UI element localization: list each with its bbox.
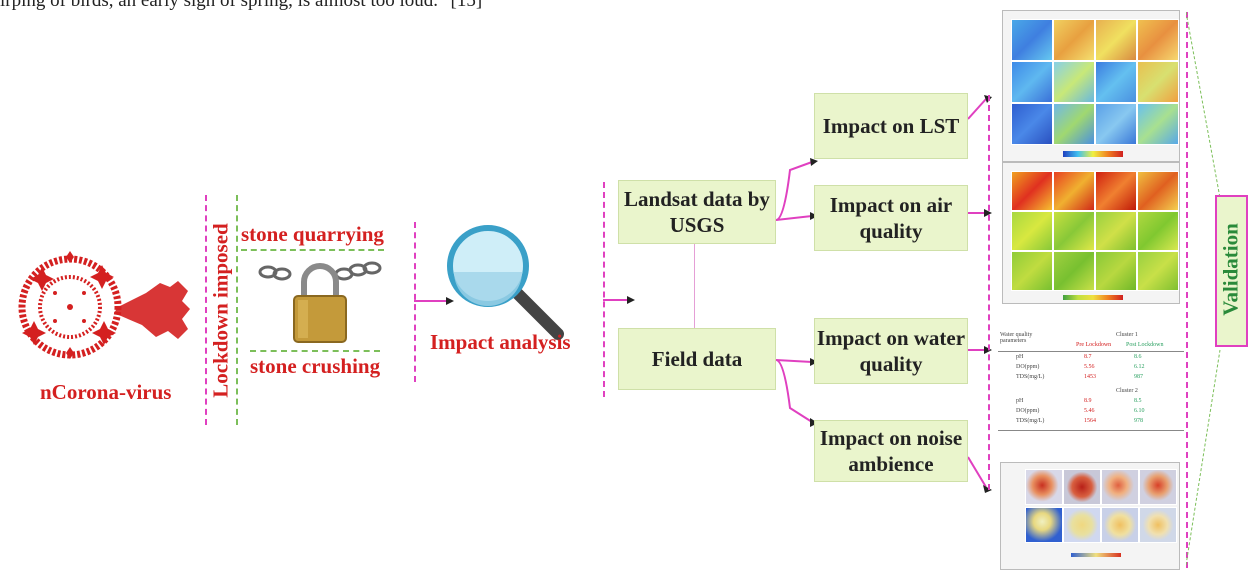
maps-bracket-right [1186,12,1188,568]
table-cluster2: Cluster 2 [1116,388,1138,394]
table-row: TDS(mg/L) 1453 987 [998,374,1184,384]
air-quality-map-thumbnail [1002,162,1180,304]
padlock-icon [258,258,383,348]
table-header-left: Water quality parameters [1000,332,1033,344]
field-box: Field data [618,328,776,390]
table-cell: pH [1016,398,1024,404]
lockdown-divider-green [236,195,238,425]
validation-label: Validation [1218,223,1243,316]
lst-map-thumbnail [1002,10,1180,162]
arrow-to-analysis [414,293,454,311]
virus-label: nCorona-virus [40,380,172,404]
table-post: Post Lockdown [1126,342,1164,348]
table-cell: DO(ppm) [1016,408,1040,414]
caption-text: irping of birds, an early sign of spring… [0,0,483,11]
validation-lines [1185,10,1226,575]
table-cell: 978 [1134,418,1143,424]
table-cell: 6.10 [1134,408,1145,414]
table-cell: 8.7 [1084,354,1092,360]
crush-label: stone crushing [250,350,381,379]
table-cell: 5.46 [1084,408,1095,414]
table-cell: 1453 [1084,374,1096,380]
table-cell: 8.6 [1134,354,1142,360]
table-row: pH 8.9 8.5 [998,398,1184,408]
impact-analysis-label: Impact analysis [430,330,571,354]
table-cell: DO(ppm) [1016,364,1040,370]
impact-water-box: Impact on water quality [814,318,968,384]
quarry-label: stone quarrying [241,222,384,251]
table-cell: 987 [1134,374,1143,380]
data-connector [694,244,695,328]
table-row: DO(ppm) 5.46 6.10 [998,408,1184,418]
validation-box: Validation [1215,195,1248,347]
table-cell: 5.56 [1084,364,1095,370]
analysis-bracket [603,182,605,397]
table-cell: 8.9 [1084,398,1092,404]
table-row: pH 8.7 8.6 [998,354,1184,364]
table-row: TDS(mg/L) 1564 978 [998,418,1184,428]
arrow-to-data [603,292,637,310]
landsat-box: Landsat data by USGS [618,180,776,244]
noise-map-thumbnail [1000,462,1180,570]
table-row: DO(ppm) 5.56 6.12 [998,364,1184,374]
impact-noise-box: Impact on noise ambience [814,420,968,482]
lockdown-divider [205,195,207,425]
maps-bracket-left [988,95,990,490]
magnifier-icon [440,222,570,342]
table-cell: TDS(mg/L) [1016,418,1045,424]
table-cell: 6.12 [1134,364,1145,370]
impact-air-box: Impact on air quality [814,185,968,251]
table-cell: pH [1016,354,1024,360]
virus-icon [10,245,195,370]
impact-lst-box: Impact on LST [814,93,968,159]
table-pre: Pre Lockdown [1076,342,1112,348]
table-cell: 1564 [1084,418,1096,424]
table-cell: TDS(mg/L) [1016,374,1045,380]
table-cell: 8.5 [1134,398,1142,404]
table-cluster1: Cluster 1 [1116,332,1138,338]
water-quality-table: Water quality parameters Cluster 1 Pre L… [998,330,1184,458]
